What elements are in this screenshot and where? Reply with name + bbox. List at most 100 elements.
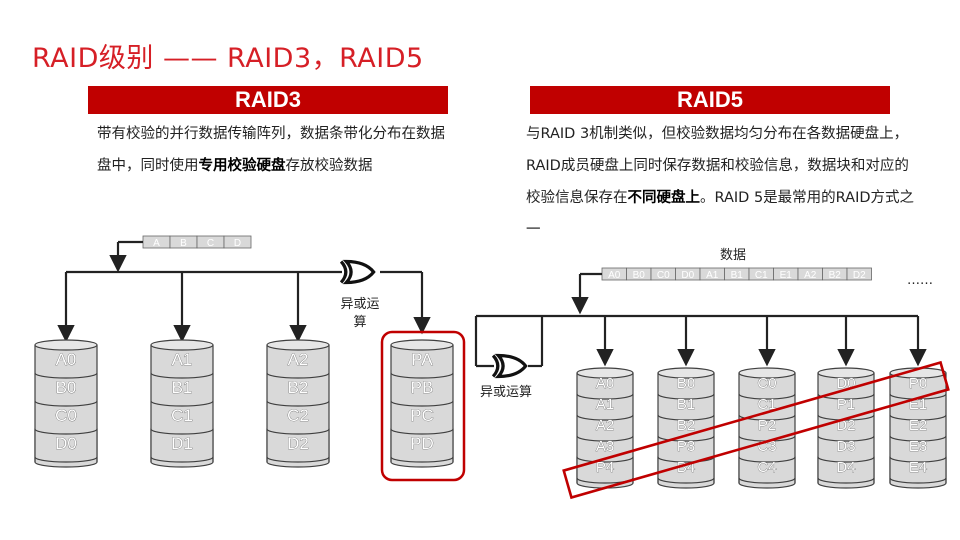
disk-block-label: A3 [596, 438, 614, 455]
raid5-data-label: 数据 [720, 248, 746, 263]
raid5-ellipsis: …… [907, 273, 933, 288]
disk-ring [738, 393, 796, 400]
disk-ring [266, 428, 330, 435]
disk-block-label: P1 [837, 396, 855, 413]
disk-ring [889, 456, 947, 463]
disk-block-label: E3 [909, 438, 927, 455]
xor-gate-body [342, 259, 376, 285]
disk-top [817, 367, 875, 379]
raid3-xor-label-line1: 异或运 [340, 297, 379, 312]
disk-block-label: P3 [677, 438, 695, 455]
data-stripe-cell [223, 235, 252, 249]
data-stripe-label: D2 [853, 270, 866, 281]
disk-ring [889, 477, 947, 484]
raid3-desc-text-1: 带有校验的并行数据传输阵列，数据条带化分布在数据盘中，同时使用 [97, 126, 445, 174]
raid3-desc-bold: 专用校验硬盘 [198, 158, 286, 174]
disk-ring [576, 414, 634, 421]
disk-ring [817, 435, 875, 442]
disk-ring [34, 456, 98, 463]
data-stripe-label: B0 [633, 270, 646, 281]
disk-block-label: D2 [287, 434, 309, 453]
disk-block-label: P0 [909, 375, 927, 392]
disk-top [738, 367, 796, 379]
disk-block-label: B2 [288, 378, 309, 397]
disk-ring [390, 456, 454, 463]
disk-block-label: A1 [596, 396, 614, 413]
data-stripe-label: A [153, 238, 160, 249]
disk-ring [817, 456, 875, 463]
disk-body [267, 345, 329, 457]
raid3-parity-highlight [380, 330, 466, 482]
disk-block-label: D4 [836, 459, 855, 476]
disk-ring [889, 435, 947, 442]
disk-block-label: A0 [596, 375, 614, 392]
disk-block-label: B1 [677, 396, 695, 413]
disk-block-label: E4 [909, 459, 927, 476]
disk-top [150, 339, 214, 351]
data-stripe-label: A0 [608, 270, 621, 281]
disk-block-label: C4 [757, 459, 776, 476]
data-stripe-cell [846, 267, 872, 281]
disk-block-label: C0 [55, 406, 77, 425]
disk-top [657, 367, 715, 379]
disk-ring [266, 456, 330, 463]
raid5-parity-highlight [562, 360, 950, 500]
data-stripe-label: B [180, 238, 187, 249]
disk-ring [34, 428, 98, 435]
page-title: RAID级别 —— RAID3，RAID5 [32, 43, 424, 74]
data-stripe-label: D0 [681, 270, 694, 281]
disk-block-label: A1 [172, 350, 193, 369]
disk-ring [150, 372, 214, 379]
disk-ring [657, 456, 715, 463]
disk-top [34, 339, 98, 351]
disk-body [391, 345, 453, 457]
disk-block-label: C1 [171, 406, 193, 425]
disk-ring [266, 400, 330, 407]
disk-ring [657, 414, 715, 421]
disk-block-label: P4 [596, 459, 614, 476]
disk-body [35, 345, 97, 457]
raid5-desc-text-2: 。RAID 5是最常用的RAID方式之一 [526, 190, 915, 238]
disk-block-label: A2 [288, 350, 309, 369]
raid3-xor-gate [339, 259, 376, 285]
disk-block-label: C1 [757, 396, 776, 413]
disk-block-label: B0 [56, 378, 77, 397]
raid5-banner: RAID5 [530, 86, 890, 114]
disk-ring [657, 477, 715, 484]
disk-ring [34, 400, 98, 407]
disk-ring [390, 428, 454, 435]
data-stripe-label: E1 [780, 270, 793, 281]
disk-block-label: PB [411, 378, 434, 397]
disk-block-label: PC [410, 406, 434, 425]
disk-top [390, 339, 454, 351]
disk-ring [738, 456, 796, 463]
raid3-description: 带有校验的并行数据传输阵列，数据条带化分布在数据盘中，同时使用专用校验硬盘存放校… [97, 118, 447, 182]
disk-block-label: D0 [55, 434, 77, 453]
disk-ring [576, 435, 634, 442]
raid3-xor-label-line2: 算 [353, 315, 366, 330]
disk-top [266, 339, 330, 351]
raid3-banner: RAID3 [88, 86, 448, 114]
disk-block-label: B2 [677, 417, 695, 434]
disk-ring [738, 477, 796, 484]
disk-block-label: PA [411, 350, 433, 369]
disk-block-label: E2 [909, 417, 927, 434]
data-stripe-label: C1 [755, 270, 768, 281]
raid5-description: 与RAID 3机制类似，但校验数据均匀分布在各数据硬盘上，RAID成员硬盘上同时… [526, 118, 916, 246]
disk-ring [266, 372, 330, 379]
disk-ring [390, 372, 454, 379]
disk-ring [576, 393, 634, 400]
disk-ring [738, 414, 796, 421]
data-stripe-label: A2 [804, 270, 817, 281]
disk-ring [576, 456, 634, 463]
disk-ring [657, 393, 715, 400]
disk-top [576, 367, 634, 379]
